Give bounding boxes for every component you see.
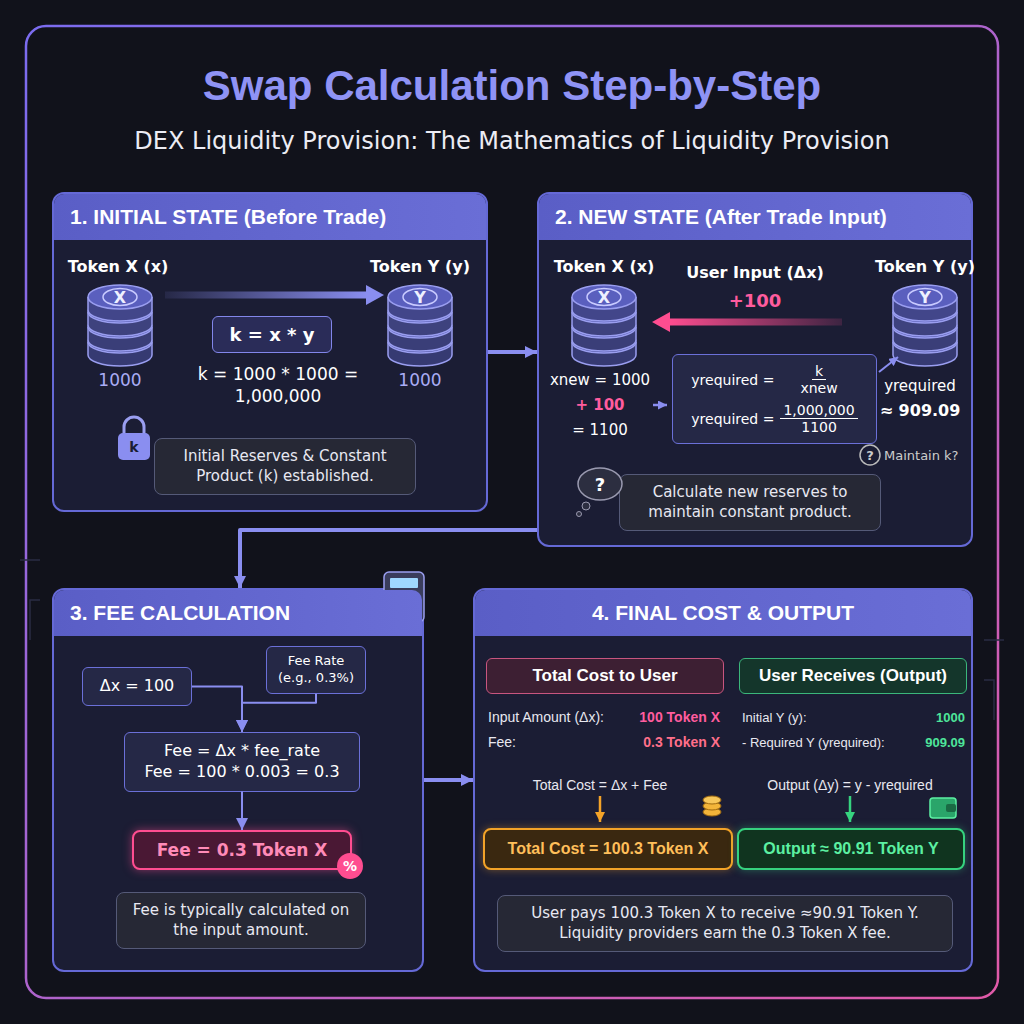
node-text: Fee = 100 * 0.003 = 0.3 bbox=[133, 762, 351, 783]
annotation-label: Initial Y (y): bbox=[742, 710, 807, 725]
annotation-label: k = 1000 * 1000 = 1,000,000 bbox=[193, 363, 363, 407]
node-text: Fee = Δx * fee_rate bbox=[133, 741, 351, 762]
annotation-label: Y bbox=[919, 288, 931, 307]
column-header: User Receives (Output) bbox=[739, 658, 967, 694]
annotation-label: ≈ 909.09 bbox=[880, 401, 961, 420]
annotation-label: Token Y (y) bbox=[875, 257, 975, 276]
formula-box: Fee = Δx * fee_rateFee = 100 * 0.003 = 0… bbox=[124, 732, 360, 792]
note-box: Initial Reserves & Constant Product (k) … bbox=[154, 438, 416, 495]
annotation-label: ? bbox=[866, 448, 874, 463]
node-text: Calculate new reserves to maintain const… bbox=[632, 483, 868, 522]
node-text: Output ≈ 90.91 Token Y bbox=[749, 840, 953, 858]
node-text: Initial Reserves & Constant Product (k) … bbox=[167, 447, 403, 486]
panel: 1. INITIAL STATE (Before Trade) k = x * y… bbox=[52, 192, 488, 512]
node-text: xnew bbox=[800, 380, 837, 396]
flow-arrow bbox=[488, 350, 537, 354]
panel-heading: 3. FEE CALCULATION bbox=[54, 590, 422, 636]
result-box: Fee = 0.3 Token X bbox=[132, 830, 352, 870]
annotation-label: Y bbox=[414, 288, 426, 307]
annotation-label: yrequired bbox=[884, 377, 956, 395]
annotation-label: Token Y (y) bbox=[370, 257, 470, 276]
annotation-label: Maintain k? bbox=[884, 448, 959, 463]
node-text: Total Cost to User bbox=[494, 666, 716, 686]
annotation-label: Input Amount (Δx): bbox=[488, 709, 604, 725]
annotation-label: ? bbox=[595, 474, 605, 495]
formula-box: yrequired = kxnew yrequired = 1,000,0001100 bbox=[672, 354, 877, 444]
annotation-label: xnew = 1000 bbox=[550, 371, 650, 389]
node-text: Total Cost = 100.3 Token X bbox=[495, 840, 721, 858]
annotation-label: Token X (x) bbox=[68, 257, 169, 276]
node-text: Δx = 100 bbox=[91, 676, 183, 697]
flow-arrow bbox=[192, 686, 242, 732]
annotation-label: - Required Y (yrequired): bbox=[742, 735, 885, 750]
annotation-label: X bbox=[598, 288, 610, 307]
input-box: Δx = 100 bbox=[82, 667, 192, 706]
flow-arrow bbox=[241, 792, 243, 830]
column-header: Total Cost to User bbox=[486, 658, 724, 694]
annotation-label: + 100 bbox=[575, 396, 624, 414]
annotation-label: Output (Δy) = y - yrequired bbox=[767, 777, 932, 793]
flow-arrow bbox=[242, 694, 316, 732]
note-box: Fee is typically calculated on the input… bbox=[116, 892, 366, 949]
annotation-label: 1000 bbox=[98, 370, 141, 390]
diagram-title: Swap Calculation Step-by-Step bbox=[0, 62, 1024, 110]
flow-arrow bbox=[240, 530, 537, 588]
annotation-label: +100 bbox=[729, 290, 782, 311]
node-text: k = x * y bbox=[221, 324, 323, 345]
panel-heading: 4. FINAL COST & OUTPUT bbox=[475, 590, 971, 636]
annotation-label: 1000 bbox=[936, 710, 965, 725]
node-text: Fee is typically calculated on the input… bbox=[129, 901, 353, 940]
annotation-label: Fee: bbox=[488, 734, 516, 750]
annotation-label: User Input (Δx) bbox=[686, 263, 824, 282]
node-text: Fee = 0.3 Token X bbox=[142, 840, 342, 860]
node-text: yrequired = bbox=[691, 372, 774, 388]
formula-box: k = x * y bbox=[212, 316, 332, 353]
annotation-label: = 1100 bbox=[572, 421, 628, 439]
node-text: yrequired = bbox=[691, 411, 774, 427]
node-text: User pays 100.3 Token X to receive ≈90.9… bbox=[510, 904, 940, 943]
panel-heading: 2. NEW STATE (After Trade Input) bbox=[539, 194, 971, 240]
node-text: User Receives (Output) bbox=[747, 666, 959, 686]
note-box: User pays 100.3 Token X to receive ≈90.9… bbox=[497, 895, 953, 952]
result-box: Total Cost = 100.3 Token X bbox=[483, 828, 733, 870]
annotation-label: Token X (x) bbox=[554, 257, 655, 276]
annotation-label: % bbox=[343, 858, 357, 874]
panel: 3. FEE CALCULATION Δx = 100 Fee Rate (e.g.… bbox=[52, 588, 424, 972]
node-text: 1,000,000 bbox=[780, 402, 857, 419]
annotation-label: 0.3 Token X bbox=[643, 734, 720, 750]
annotation-label: Total Cost = Δx + Fee bbox=[533, 777, 668, 793]
annotation-label: k bbox=[129, 439, 138, 455]
note-box: Calculate new reserves to maintain const… bbox=[619, 474, 881, 531]
annotation-label: 1000 bbox=[398, 370, 441, 390]
rate-box: Fee Rate (e.g., 0.3%) bbox=[266, 646, 366, 694]
node-text: 1100 bbox=[801, 419, 837, 435]
node-text: Fee Rate (e.g., 0.3%) bbox=[273, 653, 359, 687]
annotation-label: X bbox=[114, 288, 126, 307]
flow-arrow bbox=[424, 778, 473, 782]
panel-heading: 1. INITIAL STATE (Before Trade) bbox=[54, 194, 486, 240]
annotation-label: 909.09 bbox=[925, 735, 965, 750]
node-text: k bbox=[812, 363, 826, 380]
subtitle: DEX Liquidity Provision: The Mathematics… bbox=[134, 127, 889, 155]
annotation-label: 100 Token X bbox=[639, 709, 720, 725]
result-box: Output ≈ 90.91 Token Y bbox=[737, 828, 965, 870]
